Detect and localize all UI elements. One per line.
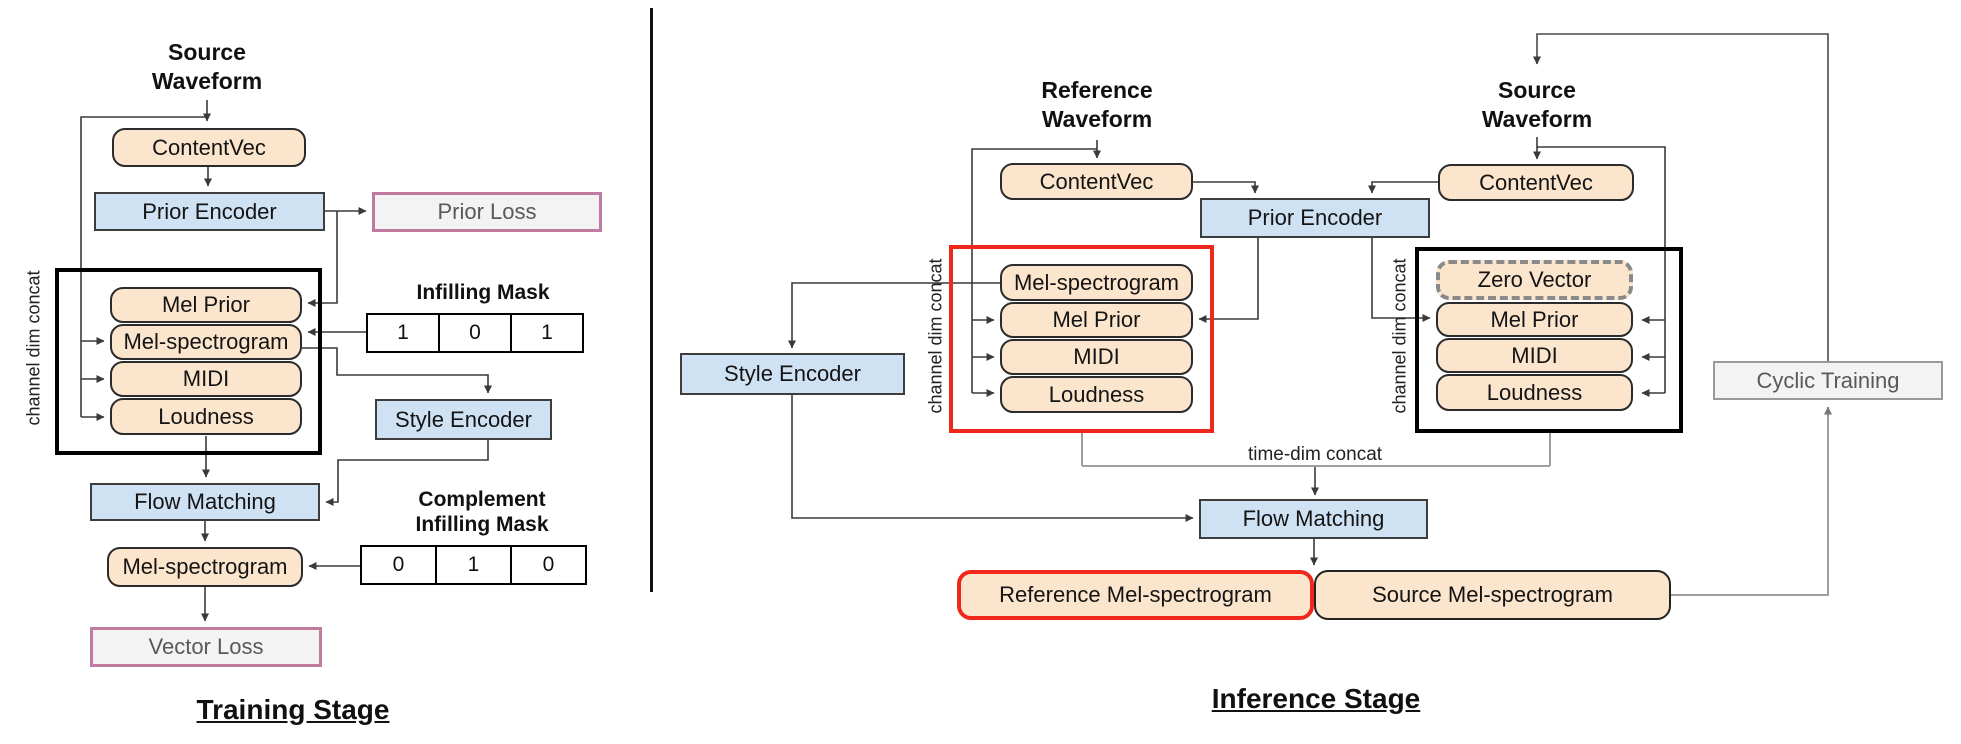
- inference-reference-channel-dim-concat-label: channel dim concat: [925, 258, 946, 414]
- cyclic-training-box: Cyclic Training: [1713, 361, 1943, 400]
- inference-source-midi-box: MIDI: [1436, 338, 1633, 373]
- training-mel-prior-box: Mel Prior: [110, 287, 302, 323]
- inference-source-mel-prior-box: Mel Prior: [1436, 302, 1633, 337]
- inference-reference-midi-box: MIDI: [1000, 339, 1193, 375]
- complement-infilling-mask-table: 0 1 0: [360, 545, 587, 585]
- inference-reference-mel-prior-box: Mel Prior: [1000, 302, 1193, 338]
- inference-reference-mel-spectrogram-box: Mel-spectrogram: [1000, 264, 1193, 301]
- inference-reference-mel-output-box: Reference Mel-spectrogram: [957, 570, 1314, 620]
- training-mel-output-box: Mel-spectrogram: [107, 547, 303, 587]
- training-channel-dim-concat-label: channel dim concat: [23, 270, 44, 426]
- infilling-mask-label: Infilling Mask: [416, 281, 550, 304]
- inference-source-loudness-box: Loudness: [1436, 374, 1633, 411]
- inference-reference-waveform-label: Reference Waveform: [1041, 77, 1153, 132]
- training-prior-loss-box: Prior Loss: [372, 192, 602, 232]
- infilling-mask-cell: 1: [510, 313, 584, 353]
- inference-source-waveform-label: Source Waveform: [1481, 77, 1593, 132]
- inference-source-channel-dim-concat-label: channel dim concat: [1389, 258, 1410, 414]
- complement-mask-cell: 0: [510, 545, 587, 585]
- training-prior-encoder-box: Prior Encoder: [94, 192, 325, 231]
- infilling-mask-cell: 0: [438, 313, 512, 353]
- inference-source-contentvec-box: ContentVec: [1438, 164, 1634, 201]
- inference-prior-encoder-box: Prior Encoder: [1200, 198, 1430, 238]
- stage-divider: [650, 8, 653, 592]
- complement-mask-cell: 1: [435, 545, 512, 585]
- infilling-mask-table: 1 0 1: [366, 313, 584, 353]
- training-contentvec-box: ContentVec: [112, 128, 306, 167]
- inference-flow-matching-box: Flow Matching: [1199, 499, 1428, 539]
- inference-source-concat-frame: [1415, 247, 1683, 433]
- training-midi-box: MIDI: [110, 361, 302, 397]
- complement-mask-cell: 0: [360, 545, 437, 585]
- training-stage-title: Training Stage: [196, 694, 390, 725]
- complement-infilling-mask-label: Complement Infilling Mask: [415, 488, 549, 536]
- inference-style-encoder-box: Style Encoder: [680, 353, 905, 395]
- training-flow-matching-box: Flow Matching: [90, 483, 320, 521]
- inference-stage-title: Inference Stage: [1211, 683, 1421, 714]
- inference-reference-contentvec-box: ContentVec: [1000, 163, 1193, 200]
- inference-zero-vector-box: Zero Vector: [1436, 260, 1633, 300]
- inference-source-mel-output-box: Source Mel-spectrogram: [1314, 570, 1671, 620]
- training-style-encoder-box: Style Encoder: [375, 399, 552, 440]
- training-vector-loss-box: Vector Loss: [90, 627, 322, 667]
- inference-reference-loudness-box: Loudness: [1000, 376, 1193, 413]
- infilling-mask-cell: 1: [366, 313, 440, 353]
- training-mel-spectrogram-box: Mel-spectrogram: [110, 324, 302, 360]
- training-channel-concat-frame: [55, 268, 322, 455]
- inference-reference-concat-frame: [949, 245, 1214, 433]
- training-loudness-box: Loudness: [110, 398, 302, 435]
- training-source-waveform-label: Source Waveform: [151, 39, 263, 94]
- time-dim-concat-label: time-dim concat: [1247, 444, 1383, 465]
